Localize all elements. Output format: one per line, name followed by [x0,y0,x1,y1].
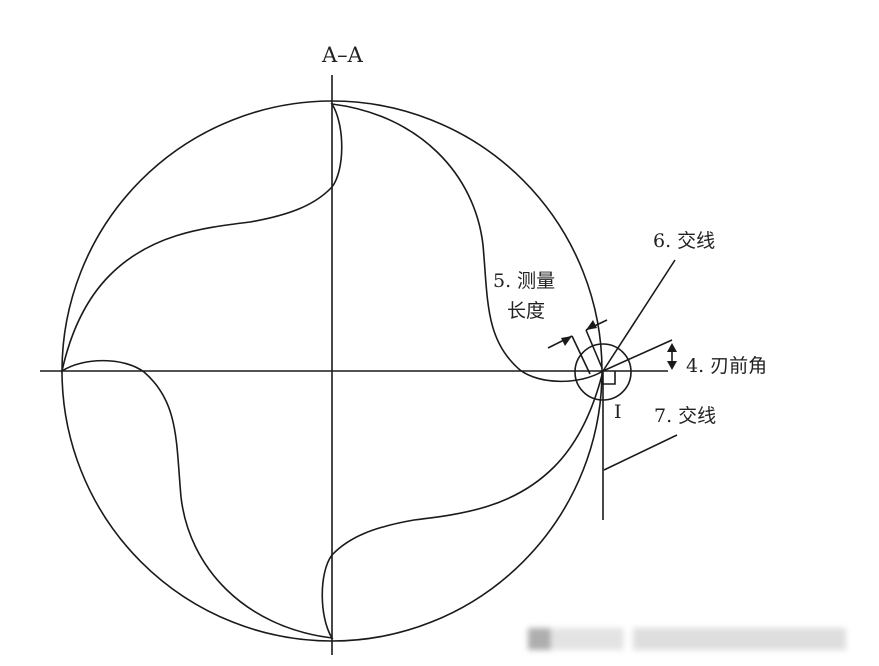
label-measure-length-2: 长度 [507,300,545,322]
right-angle-mark [603,371,616,385]
leader-line-7 [603,434,678,471]
detail-circle [574,343,632,401]
rake-face-line [602,339,673,372]
rake-angle-arrow [667,343,677,370]
section-title: A–A [321,43,364,67]
label-detail-i: I [614,401,622,423]
label-measure-length-1: 5. 测量 [493,270,555,292]
label-rake-angle: 4. 刃前角 [686,355,767,377]
measure-length-dimension [547,319,608,375]
intersection-line-6 [602,259,676,372]
label-intersection-6: 6. 交线 [653,230,715,252]
label-intersection-7: 7. 交线 [654,405,716,427]
blurred-watermark [528,628,846,650]
